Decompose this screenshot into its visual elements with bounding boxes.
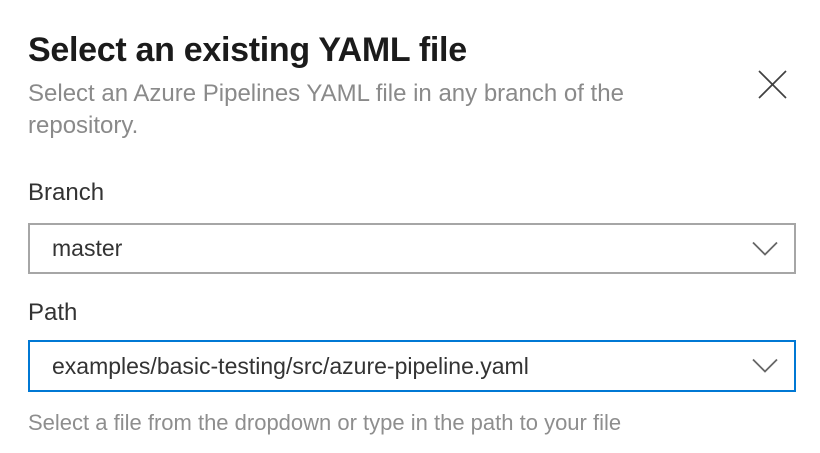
close-button[interactable] [750, 62, 794, 106]
chevron-down-icon [752, 241, 778, 256]
path-dropdown[interactable]: examples/basic-testing/src/azure-pipelin… [28, 340, 796, 392]
path-label: Path [28, 299, 78, 326]
branch-value: master [52, 235, 123, 261]
path-help-text: Select a file from the dropdown or type … [28, 410, 622, 435]
dialog-subtitle: Select an Azure Pipelines YAML file in a… [28, 80, 624, 139]
select-yaml-dialog: Select an existing YAML file Select an A… [0, 30, 820, 453]
close-icon [757, 69, 788, 100]
path-value: examples/basic-testing/src/azure-pipelin… [52, 352, 529, 379]
branch-label: Branch [28, 179, 105, 206]
branch-dropdown[interactable]: master [28, 223, 796, 274]
chevron-down-icon [752, 358, 778, 374]
dialog-title: Select an existing YAML file [28, 31, 467, 69]
